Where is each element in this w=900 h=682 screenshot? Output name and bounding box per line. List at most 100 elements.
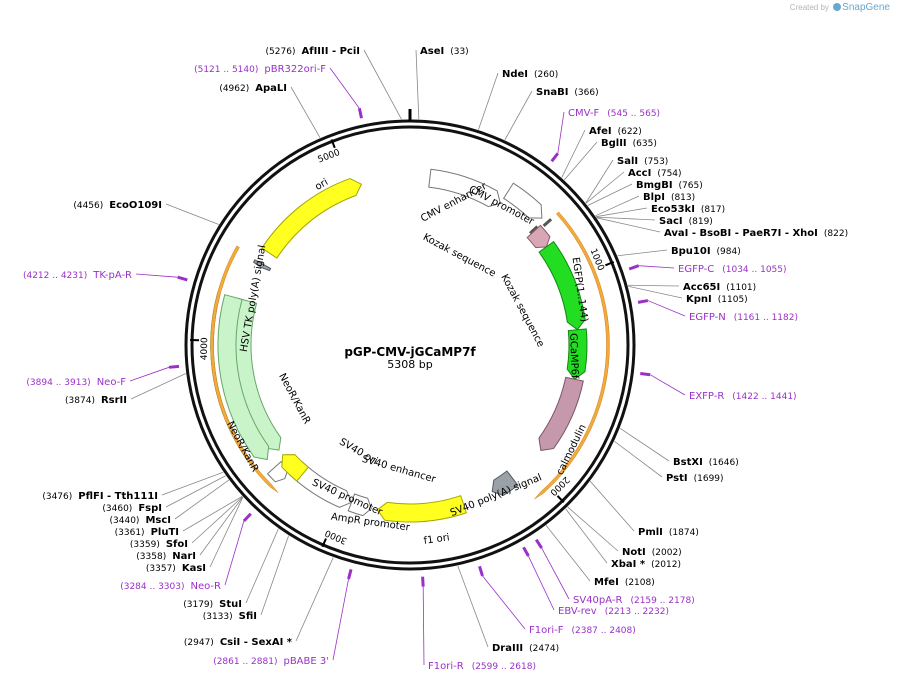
primer-name: EBV-rev <box>558 606 597 617</box>
site-name: AfeI <box>589 126 612 137</box>
primer-label: F1ori-R(2599 .. 2618) <box>428 661 536 672</box>
site-label: SacI (819) <box>659 216 713 227</box>
primer-mark <box>522 546 530 557</box>
feature-tag <box>526 224 551 249</box>
site-label: (3440)MscI <box>110 515 172 526</box>
site-name: PmlI <box>638 527 663 538</box>
feature-label: Kozak sequence <box>421 232 497 280</box>
primer-leader <box>135 273 178 278</box>
site-label: (3179)StuI <box>183 599 242 610</box>
primer-mark <box>637 299 649 304</box>
tick-mark <box>321 538 327 548</box>
site-leader <box>290 86 321 138</box>
primer-position: (545 .. 565) <box>607 109 660 119</box>
site-label: PstI(1699) <box>666 473 724 484</box>
site-name: BlpI <box>643 192 665 203</box>
plasmid-size: 5308 bp <box>387 358 432 371</box>
site-label: Eco53kI(817) <box>651 204 725 215</box>
site-name: Acc65I <box>683 282 720 293</box>
site-leader <box>585 159 614 204</box>
site-leader <box>130 373 186 400</box>
site-leader <box>545 525 591 582</box>
site-label: SnaBI(366) <box>536 87 599 98</box>
site-name: RsrII <box>101 395 127 406</box>
site-leader <box>478 72 499 130</box>
site-name: KpnI <box>686 294 712 305</box>
site-leader <box>457 565 489 648</box>
site-position: (1105) <box>718 295 748 305</box>
site-extra: - PciI <box>328 46 360 57</box>
site-leader <box>617 249 668 257</box>
primer-position: (2861 .. 2881) <box>213 657 277 667</box>
site-name: XbaI <box>611 559 636 570</box>
site-leader <box>587 183 633 206</box>
primer-label: (3284 .. 3303)Neo-R <box>120 581 221 592</box>
site-leader <box>191 496 243 544</box>
site-label: MfeI(2108) <box>594 577 655 588</box>
site-leader <box>182 496 243 532</box>
tick-mark <box>605 261 615 267</box>
site-name: Eco53kI <box>651 204 695 215</box>
primer-label: (4212 .. 4231)TK-pA-R <box>23 270 132 281</box>
site-leader <box>627 284 680 287</box>
primer-name: EGFP-N <box>689 312 726 323</box>
site-leader <box>567 506 619 552</box>
feature-gcamp6f <box>534 211 610 500</box>
site-label: (3358)NarI <box>136 551 196 562</box>
site-name: SfoI <box>166 539 188 550</box>
primer-leader <box>638 265 675 269</box>
site-leader <box>561 129 586 178</box>
site-name: DraIII <box>492 643 523 654</box>
feature-orange2 <box>210 245 279 493</box>
primer-mark <box>347 569 353 580</box>
site-label: (5276)AfIIII - PciI <box>266 46 360 57</box>
site-position: (3460) <box>102 504 132 514</box>
primer-leader <box>329 67 360 109</box>
feature-calmodulin <box>538 376 584 451</box>
primer-mark <box>168 364 180 369</box>
site-position: (3359) <box>130 540 160 550</box>
site-name: BmgBI <box>636 180 673 191</box>
site-position: (819) <box>689 217 713 227</box>
site-label: (2947)CsiI - SexAI * <box>184 637 293 648</box>
primer-mark <box>242 512 252 523</box>
site-name: AfIIII <box>301 46 328 57</box>
site-label: KpnI (1105) <box>686 294 748 305</box>
site-position: (2002) <box>652 548 682 558</box>
primer-name: Neo-F <box>97 377 127 388</box>
site-position: (984) <box>717 247 741 257</box>
site-position: (4456) <box>73 201 103 211</box>
primer-label: EBV-rev(2213 .. 2232) <box>558 606 669 617</box>
site-name: BstXI <box>673 457 703 468</box>
feature-cmv-enhancer <box>428 168 502 208</box>
site-position: (4962) <box>219 84 249 94</box>
site-label: XbaI *(2012) <box>611 559 681 570</box>
site-name: StuI <box>219 599 242 610</box>
site-leader <box>245 528 279 604</box>
primer-label: (2861 .. 2881)pBABE 3' <box>213 656 329 667</box>
primer-name: SV40pA-R <box>573 595 622 606</box>
site-name: SacI <box>659 216 683 227</box>
primer-position: (2387 .. 2408) <box>571 626 635 636</box>
feature-hsv-tk-poly-a-signal <box>252 259 272 272</box>
site-position: (3133) <box>203 612 233 622</box>
site-position: (1101) <box>726 283 756 293</box>
site-name: FspI <box>138 503 162 514</box>
feature-kozak-sequence <box>529 225 539 235</box>
site-name: SfiI <box>239 611 257 622</box>
site-leader <box>564 141 598 181</box>
feature-label: NeoR/KanR <box>276 372 312 427</box>
primer-mark <box>177 275 188 282</box>
site-label: (3460) FspI <box>102 503 162 514</box>
primer-label: EGFP-N(1161 .. 1182) <box>689 312 798 323</box>
site-label: (4962)ApaLI <box>219 83 287 94</box>
primer-name: TK-pA-R <box>92 270 132 281</box>
primer-name: EGFP-C <box>678 264 714 275</box>
primer-position: (1034 .. 1055) <box>722 265 786 275</box>
site-position: (2474) <box>529 644 559 654</box>
primer-leader <box>647 300 686 317</box>
site-label: PmlI(1874) <box>638 527 699 538</box>
feature-layer <box>210 168 610 523</box>
site-leader <box>295 557 334 642</box>
